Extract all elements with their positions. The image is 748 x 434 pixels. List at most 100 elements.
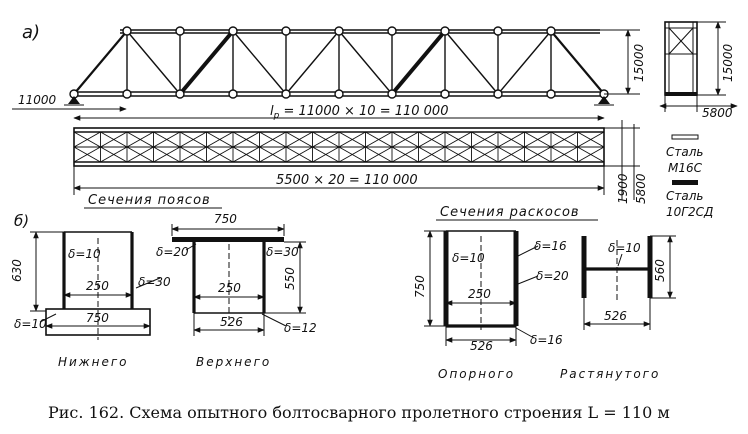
truss-diagonal	[444, 30, 499, 95]
upper-side-thickness: δ=30	[266, 245, 299, 259]
truss-node	[228, 26, 238, 36]
plan-bracing	[444, 146, 472, 163]
support-diagonal-section: 750 δ=10 δ=16 δ=20 250 526 δ=16 Опорного	[413, 230, 569, 381]
plan-total-formula: 5500 × 20 = 110 000	[276, 173, 418, 188]
lower-inner-width: 250	[86, 279, 109, 293]
truss-elevation	[64, 26, 614, 106]
support-diag-height: 750	[413, 275, 427, 298]
legend-m16s-line1: Сталь	[666, 145, 703, 159]
plan-bracing	[338, 146, 366, 163]
plan-bracing	[312, 131, 340, 148]
plan-bracing	[577, 146, 605, 163]
plan-bracing	[471, 146, 499, 163]
truss-diagonal	[126, 30, 181, 95]
lower-bottom-width: 750	[86, 311, 109, 325]
plan-bracing	[391, 131, 419, 148]
legend-10g2sd-line1: Сталь	[666, 189, 703, 203]
end-view-width-dim: 5800	[702, 106, 733, 120]
plan-view	[73, 127, 605, 167]
plan-bracing	[232, 146, 260, 163]
plan-bracing	[206, 146, 234, 163]
tension-diag-caption: Растянутого	[560, 367, 660, 381]
truss-diagonal	[232, 30, 287, 95]
plan-bracing	[285, 131, 313, 148]
plan-bracing	[577, 131, 605, 148]
plan-bracing	[471, 131, 499, 148]
truss-node	[546, 89, 556, 99]
truss-node	[440, 89, 450, 99]
tension-diagonal-section: δ=10 560 526 Растянутого	[560, 235, 676, 381]
plan-bracing	[126, 146, 154, 163]
plan-bracing	[312, 146, 340, 163]
truss-diagonal	[285, 30, 340, 95]
upper-outer-width: 526	[220, 315, 243, 329]
dim-plan: 5500 × 20 = 110 000 1900 5800	[73, 120, 648, 204]
plan-bracing	[338, 131, 366, 148]
support-diag-inner-width: 250	[468, 287, 491, 301]
plan-bracing	[126, 131, 154, 148]
diagonal-sections-heading: Сечения раскосов	[440, 205, 580, 220]
lower-caption: Нижнего	[58, 355, 129, 369]
plan-dim-1900: 1900	[616, 173, 630, 204]
truss-diagonal	[390, 29, 447, 96]
plan-bracing	[444, 131, 472, 148]
legend-swatch-m16s	[671, 134, 699, 140]
plan-bracing	[497, 146, 525, 163]
plan-bracing	[365, 131, 393, 148]
plan-bracing	[153, 131, 181, 148]
dim-span: lp = 11000 × 10 = 110 000	[73, 104, 605, 121]
upper-chord-section: 750 δ=20 δ=30 550 250 526 δ=12 Верхнего	[156, 212, 317, 369]
legend-10g2sd-line2: 10Г2СД	[666, 205, 713, 219]
lower-flange-thickness: δ=30	[138, 275, 171, 289]
plan-bracing	[153, 146, 181, 163]
plan-bracing	[285, 146, 313, 163]
plan-bracing	[550, 131, 578, 148]
truss-diagonal	[338, 30, 393, 95]
upper-top-width: 750	[214, 212, 237, 226]
end-view: 15000 5800	[659, 21, 738, 120]
tension-diag-web-thickness: δ=10	[608, 241, 641, 255]
truss-diagonal	[497, 30, 552, 95]
truss-end-post	[550, 30, 605, 95]
height-dim: 15000	[632, 43, 646, 82]
panel-b-label: б)	[14, 212, 29, 230]
support-left	[64, 96, 84, 106]
truss-node	[334, 89, 344, 99]
upper-caption: Верхнего	[196, 355, 271, 369]
plan-bracing	[73, 146, 101, 163]
upper-height: 550	[283, 267, 297, 290]
support-left-dim: 11000	[18, 93, 57, 107]
steel-legend: Сталь М16С Сталь 10Г2СД	[666, 134, 713, 219]
chord-sections-heading: Сечения поясов	[88, 193, 211, 208]
plan-bracing	[497, 131, 525, 148]
truss-node	[546, 26, 556, 36]
support-diag-caption: Опорного	[438, 367, 515, 381]
truss-node	[440, 26, 450, 36]
plan-bracing	[550, 146, 578, 163]
truss-node	[122, 26, 132, 36]
truss-diagonal	[178, 29, 235, 96]
upper-bottom-thickness: δ=12	[284, 321, 317, 335]
plan-bracing	[365, 146, 393, 163]
truss-node	[175, 26, 185, 36]
plan-dim-5800: 5800	[634, 173, 648, 204]
truss-node	[387, 26, 397, 36]
truss-node	[122, 89, 132, 99]
plan-bracing	[179, 131, 207, 148]
truss-node	[228, 89, 238, 99]
lower-web-thickness: δ=10	[68, 247, 101, 261]
upper-inner-width: 250	[218, 281, 241, 295]
lower-chord-section: 630 δ=10 250 δ=30 δ=10 750 Нижнего	[10, 231, 171, 369]
plan-bracing	[100, 131, 128, 148]
support-diag-bottom-thickness: δ=16	[530, 333, 563, 347]
plan-bracing	[100, 146, 128, 163]
plan-bracing	[418, 146, 446, 163]
dim-height: 15000	[600, 29, 646, 95]
plan-bracing	[524, 131, 552, 148]
plan-bracing	[391, 146, 419, 163]
plan-bracing	[206, 131, 234, 148]
truss-node	[387, 89, 397, 99]
support-diag-web-thickness: δ=10	[452, 251, 485, 265]
span-formula: lp = 11000 × 10 = 110 000	[270, 104, 448, 121]
dim-support-left: 11000	[12, 93, 127, 112]
